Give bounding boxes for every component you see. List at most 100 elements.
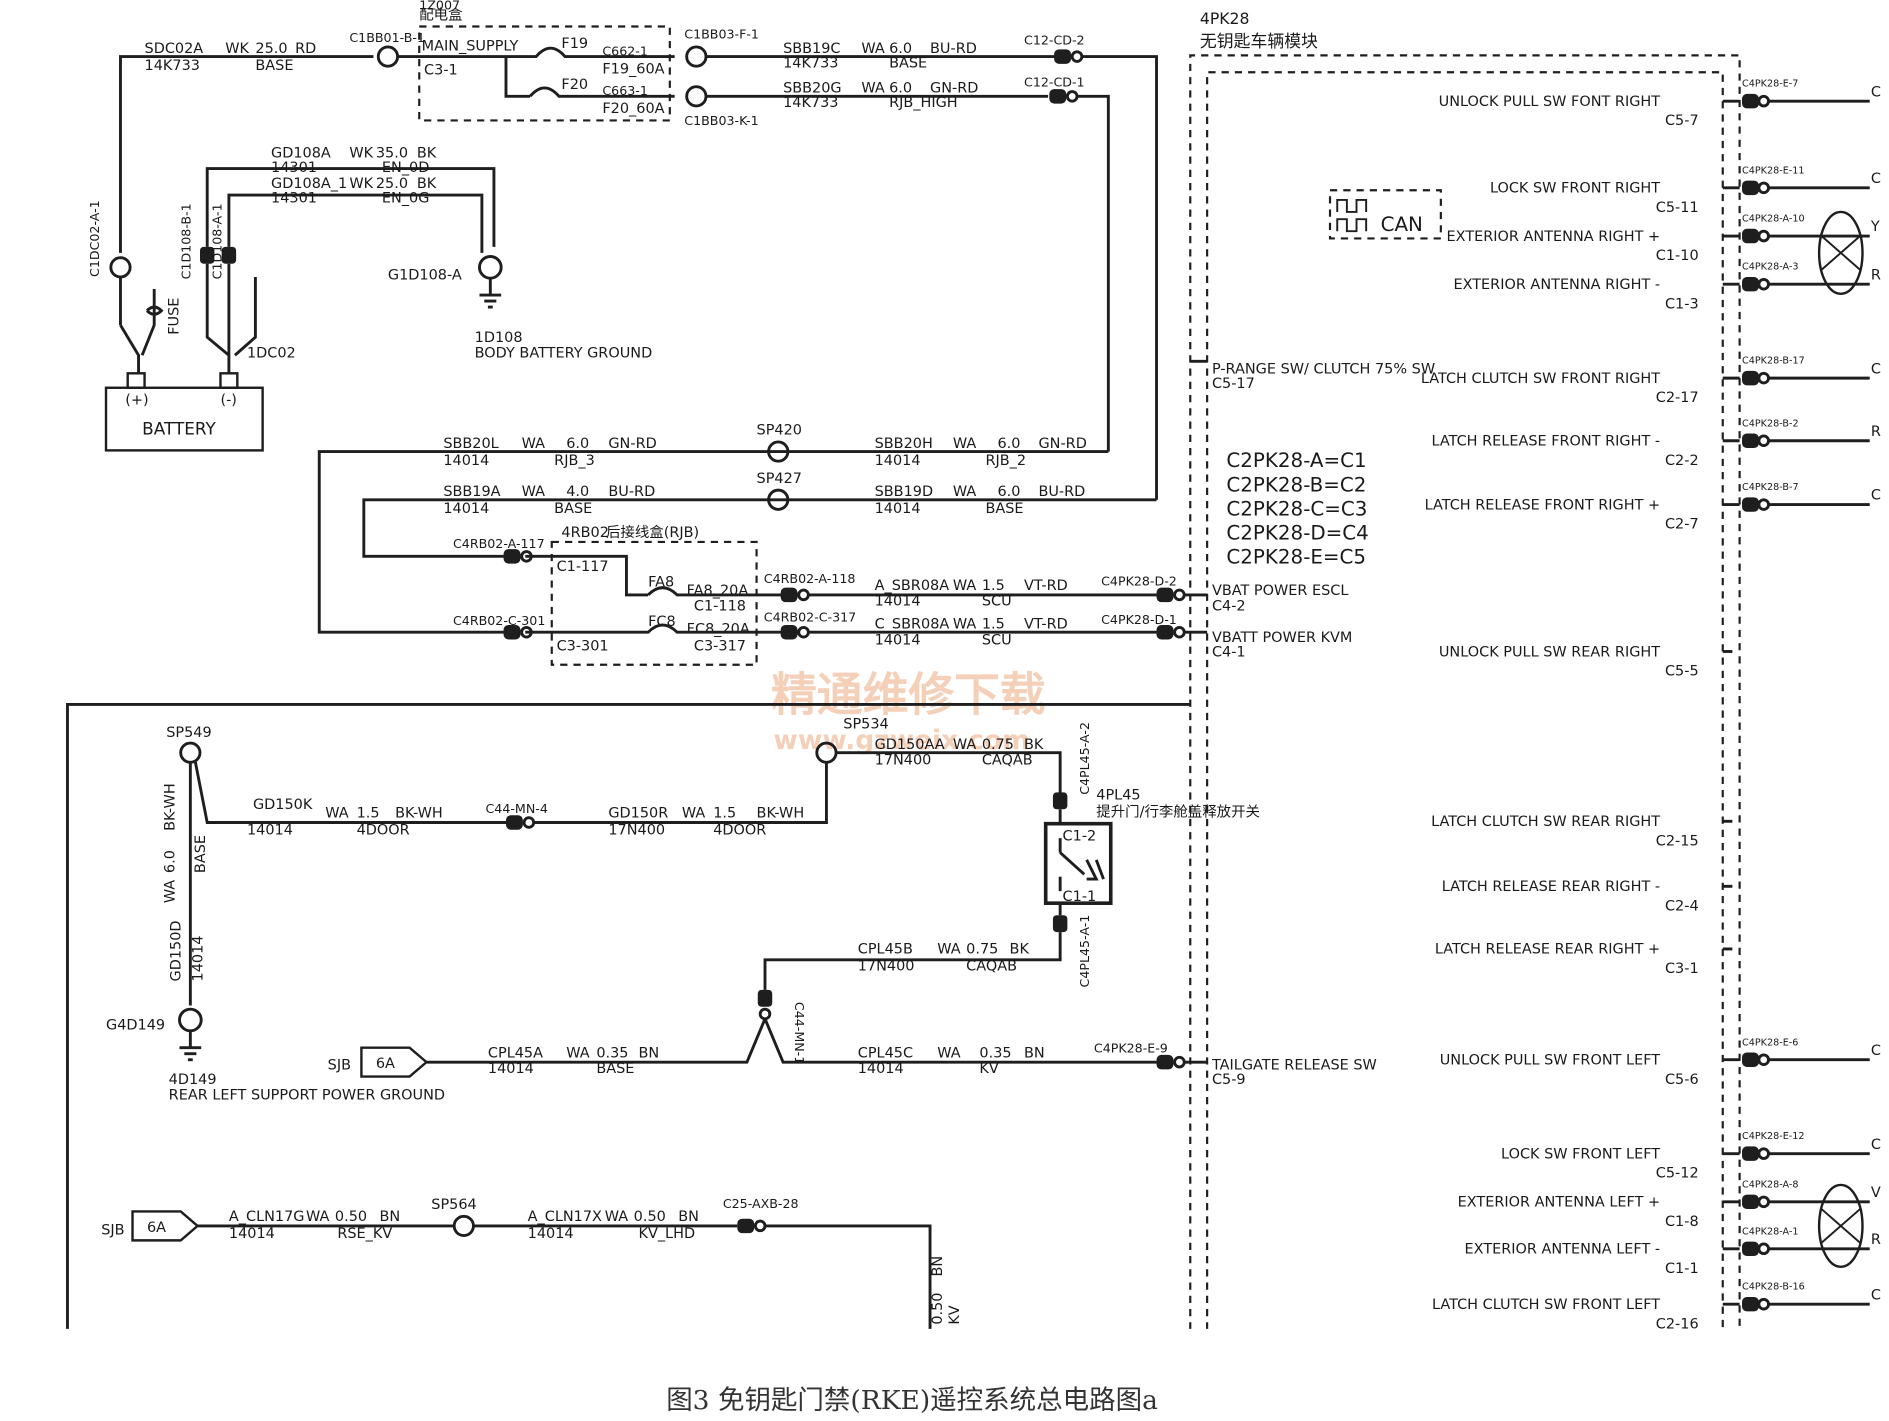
connector-c4rb02a117	[503, 549, 533, 564]
pin-name: LOCK SW FRONT RIGHT	[1490, 181, 1660, 197]
wire-c-sbr08a-harness: 14014	[875, 632, 921, 648]
lower-section: SP549 BK-WH WA 6.0 BASE GD150D 14014 G4D…	[66, 703, 1260, 1330]
switch-actuator-icon	[1085, 859, 1105, 881]
connector-4pl45-top	[1052, 792, 1068, 810]
pin-connector-label: C4PK28-A-1	[1742, 1226, 1798, 1237]
module-inner-boundary	[1206, 71, 1724, 1330]
wire-kv-option: KV	[947, 1305, 963, 1324]
label-c1dc02: C1DC02-A-1	[87, 200, 102, 277]
pin-name: VBAT POWER ESCL	[1212, 583, 1348, 599]
wire-cpl45b-type: WA	[937, 942, 960, 958]
pin-name: EXTERIOR ANTENNA RIGHT +	[1447, 229, 1661, 245]
wire-gd150r-code: GD150R	[608, 806, 668, 822]
pin-continuation-letter: R	[1871, 424, 1881, 440]
pin-name: UNLOCK PULL SW REAR RIGHT	[1439, 644, 1660, 660]
pin-number: C2-17	[1656, 390, 1699, 406]
label-sp420: SP420	[757, 423, 802, 439]
wire-sbb19-loop	[362, 498, 1157, 558]
wire-gd108a-code: GD108A	[271, 146, 331, 162]
battery-label: BATTERY	[142, 419, 216, 439]
wire-a-cln17g-harness: 14014	[229, 1226, 275, 1242]
switch-4pl45-box	[1043, 821, 1113, 905]
wire-cpl45a-size: 0.35	[596, 1045, 628, 1061]
pin-connector	[1742, 180, 1759, 196]
wire-sbb20g-color: GN-RD	[930, 81, 978, 97]
wire-sbb19c-option: BASE	[889, 55, 927, 71]
rjb-code: 4RB02	[561, 525, 609, 541]
pin-name: EXTERIOR ANTENNA LEFT -	[1465, 1242, 1661, 1258]
can-signal-icon	[1336, 198, 1368, 233]
wire-sbb20h-harness: 14014	[875, 453, 921, 469]
pin-connector	[1742, 228, 1759, 244]
wire-cpl45c	[763, 1018, 1157, 1064]
pin-continuation-letter: C	[1871, 488, 1881, 504]
watermark-cn: 精通维修下载	[771, 669, 1046, 722]
pin-connector	[1742, 93, 1759, 109]
wire-kv-color: BN	[930, 1256, 946, 1277]
module-code: 4PK28	[1200, 9, 1250, 28]
wire-gd150r-size: 1.5	[713, 806, 736, 822]
wire-gd108a	[205, 167, 496, 247]
pin-number: C2-15	[1656, 833, 1699, 849]
right-pin: LATCH CLUTCH SW FRONT RIGHTC2-17C4PK28-B…	[1421, 356, 1881, 407]
pin-name: LOCK SW FRONT LEFT	[1501, 1146, 1660, 1162]
label-c4rb02c301: C4RB02-C-301	[453, 613, 545, 628]
connector-c4pk28d2	[1156, 587, 1186, 603]
switch-conn-bottom: C4PL45-A-1	[1077, 915, 1092, 988]
module-4pk28: 4PK28 无钥匙车辆模块 CAN C2PK28-A=C1 C2PK28-B=C…	[1184, 9, 1881, 1332]
label-sp427: SP427	[757, 471, 802, 487]
sjb-fuse-2: 6A	[147, 1220, 166, 1236]
left-pin-tailgate: TAILGATE RELEASE SW C5-9	[1184, 1057, 1377, 1088]
label-c4rb02a118: C4RB02-A-118	[764, 571, 856, 586]
connector-c25axb28	[737, 1218, 767, 1234]
wire-a-cln17x-color: BN	[678, 1209, 699, 1225]
wire-sbb19d-size: 6.0	[998, 484, 1021, 500]
pin-name: P-RANGE SW/ CLUTCH 75% SW	[1212, 361, 1435, 377]
wire-cpl45b-size: 0.75	[966, 942, 998, 958]
wire-a-cln17g-size: 0.50	[335, 1209, 367, 1225]
pin-connector-ring	[1757, 1053, 1770, 1066]
dist-box-title: 配电盒	[419, 6, 463, 23]
rjb-box	[550, 540, 758, 666]
wire-sbb19c-harness: 14K733	[783, 55, 838, 71]
pin-number: C5-6	[1665, 1072, 1699, 1088]
pin-number: C1-8	[1665, 1214, 1699, 1230]
left-pin-vbat-escl: VBAT POWER ESCL C4-2	[1184, 583, 1348, 615]
pin-number: C1-3	[1665, 296, 1699, 312]
wire-a-cln17x-harness: 14014	[528, 1226, 574, 1242]
connector-c12cd2	[1054, 49, 1084, 64]
label-c12cd2: C12-CD-2	[1024, 33, 1085, 48]
wire-sbb20g-size: 6.0	[889, 81, 912, 97]
pin-connector-ring	[1757, 277, 1770, 291]
rjb-section: SP420 SP427 SBB20L WA 6.0 GN-RD 14014 RJ…	[317, 423, 1186, 666]
wire-gd150aa-color: BK	[1024, 737, 1044, 753]
pin-continuation-letter: R	[1871, 267, 1881, 283]
wire-gd108a1-code: GD108A_1	[271, 176, 347, 192]
wire-a-sbr08a-harness: 14014	[875, 594, 921, 610]
pin-connector-ring	[1757, 434, 1770, 448]
label-c12cd1: C12-CD-1	[1024, 75, 1085, 90]
wire-sbb20h-color: GN-RD	[1038, 436, 1086, 452]
wire-gd108a1	[227, 193, 484, 253]
left-pin-vbatt-kvm: VBATT POWER KVM C4-1	[1184, 630, 1352, 660]
pin-connector-label: C4PK28-A-8	[1742, 1179, 1798, 1190]
wire-cpl45c-harness: 14014	[858, 1061, 904, 1077]
label-c1d108a: C1D108-A-1	[210, 203, 225, 279]
splice-sp420	[767, 440, 790, 463]
label-c4pk28d1: C4PK28-D-1	[1101, 612, 1177, 627]
wire-sbb20-riser	[1077, 94, 1110, 452]
label-sp534: SP534	[843, 717, 888, 733]
wire-sbb20l-size: 6.0	[566, 436, 589, 452]
wire-rjb-fa8-in	[525, 554, 649, 597]
pin-connector	[1742, 433, 1759, 448]
wire-sbb20l-code: SBB20L	[443, 436, 498, 452]
wire-c-sbr08a-option: SCU	[982, 632, 1012, 648]
pin-number: C1-10	[1656, 248, 1699, 264]
wire-sbb20l-type: WA	[522, 436, 545, 452]
rjb-fc8-20a: FC8_20A	[687, 621, 750, 637]
pin-name: EXTERIOR ANTENNA LEFT +	[1458, 1195, 1660, 1211]
pin-continuation-letter: C	[1871, 171, 1881, 187]
